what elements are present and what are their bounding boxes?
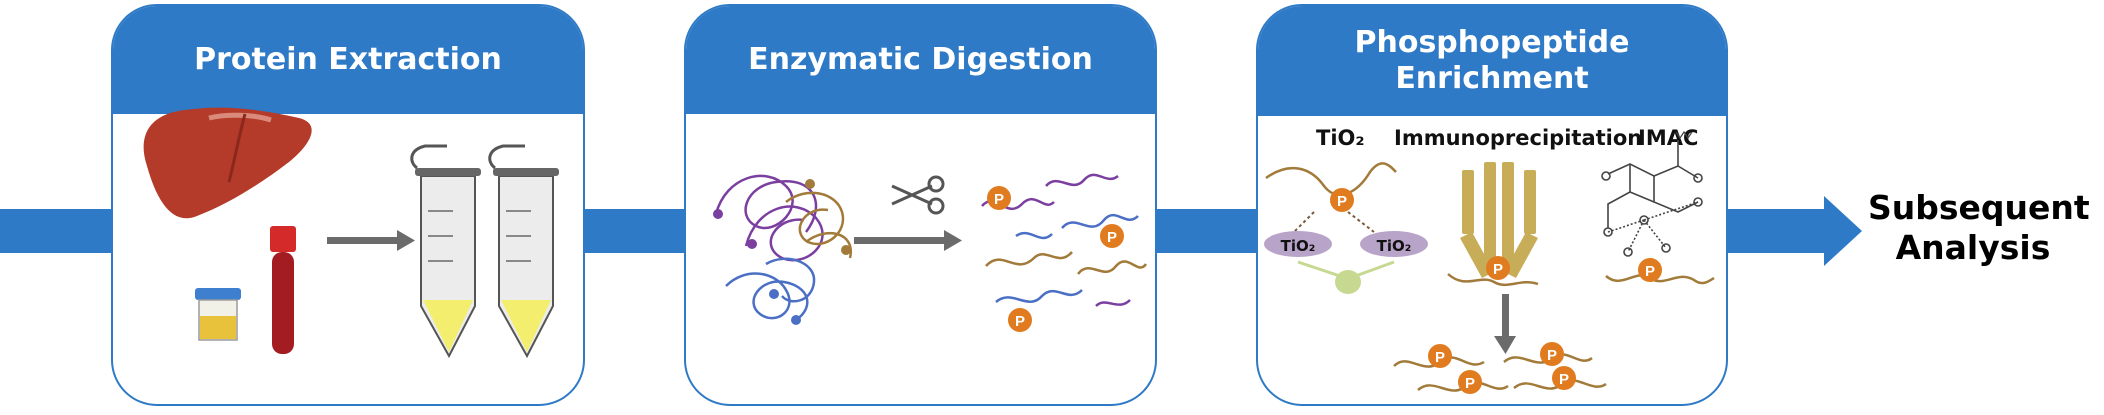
tio2-bead-label: TiO₂ bbox=[1281, 237, 1316, 255]
enrichment-illustration: TiO₂ TiO₂ P P bbox=[1264, 130, 1715, 394]
svg-text:P: P bbox=[1435, 349, 1445, 366]
svg-text:P: P bbox=[1015, 313, 1025, 330]
stage-title-line1: Phosphopeptide bbox=[1354, 25, 1630, 60]
stage-title-line2: Enrichment bbox=[1395, 61, 1589, 96]
method-label-tio2: TiO₂ bbox=[1316, 126, 1365, 150]
phospho-group: P bbox=[1552, 366, 1576, 390]
phospho-group: P bbox=[1540, 342, 1564, 366]
final-step-line1: Subsequent bbox=[1868, 188, 2090, 227]
digested-peptides bbox=[981, 173, 1148, 308]
svg-text:P: P bbox=[1547, 347, 1557, 364]
stage-card-enzymatic-digestion: Enzymatic Digestion bbox=[684, 4, 1157, 406]
subsequent-analysis-label: Subsequent Analysis bbox=[1868, 188, 2090, 268]
phospho-group: P bbox=[1638, 258, 1662, 282]
svg-text:P: P bbox=[1493, 261, 1503, 278]
svg-text:P: P bbox=[1645, 263, 1655, 280]
tio2-bead-label: TiO₂ bbox=[1377, 237, 1412, 255]
svg-text:P: P bbox=[1337, 193, 1347, 210]
phospho-group: P bbox=[1008, 308, 1032, 332]
process-arrow bbox=[327, 230, 415, 251]
flow-band-1-2 bbox=[583, 209, 686, 253]
urine-cup-icon bbox=[195, 288, 241, 341]
protein-extraction-illustration bbox=[143, 107, 559, 359]
liver-icon bbox=[143, 107, 312, 219]
imac-chelate-icon bbox=[1601, 130, 1703, 257]
scissors-icon bbox=[891, 175, 945, 215]
flow-band-2-3 bbox=[1155, 209, 1258, 253]
antibody-icon bbox=[1460, 162, 1538, 278]
process-arrow-down bbox=[1494, 294, 1516, 354]
tio2-capture-diagram bbox=[1264, 162, 1428, 294]
stage-card-phosphopeptide-enrichment: Phosphopeptide Enrichment TiO₂ Immunopre… bbox=[1256, 4, 1728, 406]
stage-title: Protein Extraction bbox=[194, 42, 502, 77]
microcentrifuge-tube-icon bbox=[410, 144, 481, 359]
svg-text:P: P bbox=[1559, 371, 1569, 388]
enzymatic-digestion-illustration: P P P bbox=[713, 173, 1148, 332]
svg-text:P: P bbox=[994, 191, 1004, 208]
process-arrow bbox=[854, 230, 962, 251]
stage-header: Phosphopeptide Enrichment bbox=[1258, 6, 1726, 116]
stage-header: Protein Extraction bbox=[113, 6, 583, 114]
stage-card-protein-extraction: Protein Extraction bbox=[111, 4, 585, 406]
phospho-group: P bbox=[1458, 370, 1482, 394]
final-step-line2: Analysis bbox=[1895, 228, 2051, 267]
flow-band-3-end bbox=[1726, 209, 1826, 253]
stage-title: Enzymatic Digestion bbox=[748, 42, 1093, 77]
phospho-group: P bbox=[987, 186, 1011, 210]
flow-band-left bbox=[0, 209, 112, 253]
method-label-immunoprecipitation: Immunoprecipitation bbox=[1394, 126, 1643, 150]
intact-protein-tangle bbox=[713, 174, 853, 325]
phospho-group: P bbox=[1100, 224, 1124, 248]
microcentrifuge-tube-icon bbox=[488, 144, 559, 359]
svg-text:P: P bbox=[1107, 229, 1117, 246]
phospho-group: P bbox=[1486, 256, 1510, 280]
phospho-group: P bbox=[1428, 344, 1452, 368]
blood-tube-icon bbox=[270, 226, 296, 354]
stage-header: Enzymatic Digestion bbox=[686, 6, 1155, 114]
svg-text:P: P bbox=[1465, 375, 1475, 392]
phospho-group: P bbox=[1330, 188, 1354, 212]
